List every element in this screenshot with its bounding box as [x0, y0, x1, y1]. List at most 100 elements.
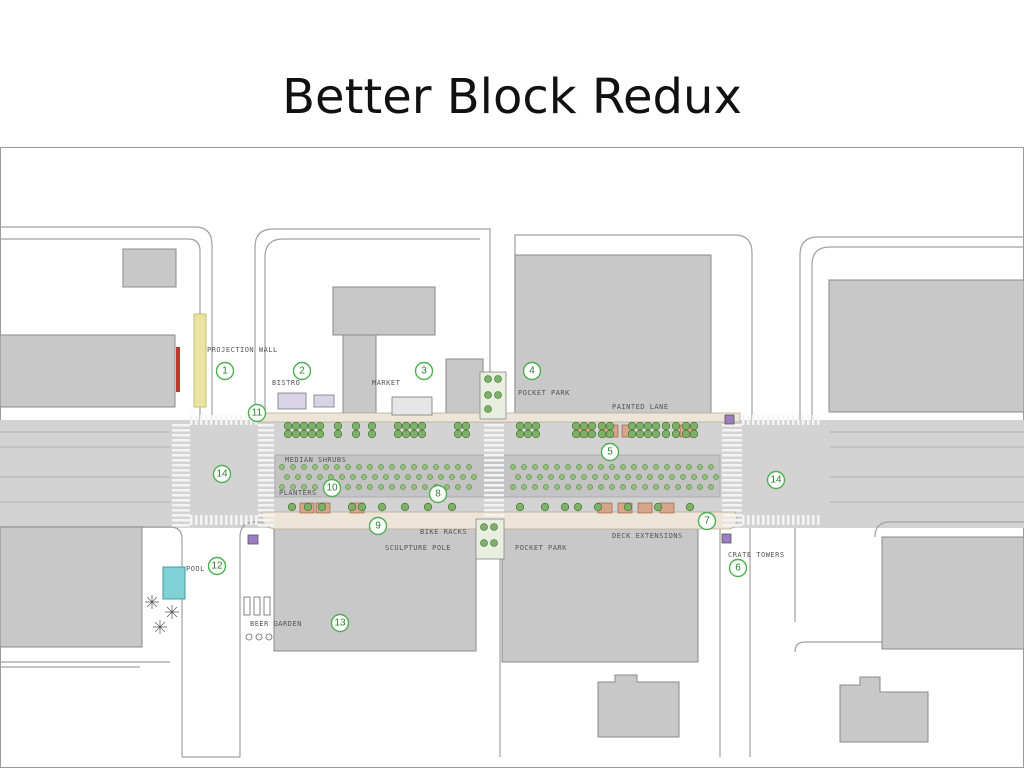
trees	[283, 375, 699, 547]
marker-label: 3	[421, 366, 427, 377]
shrub	[433, 464, 439, 470]
shrub	[537, 474, 543, 480]
shrub	[295, 474, 301, 480]
annotation-projection-wall: PROJECTION WALL	[207, 346, 278, 354]
shrub	[290, 464, 296, 470]
street-plan-diagram: PROJECTION WALL BISTRO MARKET POCKET PAR…	[0, 147, 1024, 768]
crosswalk-stripe	[258, 474, 274, 477]
shrub	[713, 474, 719, 480]
crosswalk-stripe	[762, 415, 765, 425]
shrub	[680, 474, 686, 480]
shrub	[394, 474, 400, 480]
crosswalk-stripe	[722, 464, 742, 467]
crosswalk-stripe	[484, 464, 504, 467]
parklet	[659, 502, 675, 514]
tree	[367, 429, 377, 439]
marker-label: 4	[529, 366, 535, 377]
tree	[417, 429, 427, 439]
building-se-block	[501, 524, 699, 663]
shrub	[378, 464, 384, 470]
crosswalk-stripe	[722, 514, 742, 517]
umbrella	[145, 595, 159, 609]
shrub	[361, 474, 367, 480]
shrub	[548, 474, 554, 480]
marker-11: 11	[247, 403, 267, 423]
tree	[400, 502, 410, 512]
crosswalk-stripe	[258, 459, 274, 462]
crosswalk-stripe	[484, 449, 504, 452]
shrub	[636, 474, 642, 480]
crosswalk-stripe	[802, 415, 805, 425]
shrub	[554, 484, 560, 490]
shrub	[383, 474, 389, 480]
road-lines	[0, 431, 1024, 503]
shrub	[466, 484, 472, 490]
crosswalk-stripe	[742, 415, 745, 425]
marker-4: 4	[522, 361, 542, 381]
shrub	[625, 474, 631, 480]
crosswalks	[172, 415, 820, 527]
shrub	[345, 464, 351, 470]
crosswalk-stripe	[205, 415, 208, 425]
shrub	[592, 474, 598, 480]
shrub	[521, 484, 527, 490]
marker-13: 13	[330, 613, 350, 633]
building-n-small	[445, 358, 484, 417]
crosswalk-stripe	[787, 515, 790, 525]
marker-9: 9	[368, 516, 388, 536]
shrub	[466, 464, 472, 470]
crosswalk-stripe	[258, 514, 274, 517]
annotation-planters: PLANTERS	[279, 489, 317, 497]
crosswalk-stripe	[172, 479, 190, 482]
market-stalls	[277, 392, 433, 416]
tree	[351, 429, 361, 439]
crosswalk-stripe	[722, 459, 742, 462]
marker-label: 2	[299, 366, 305, 377]
shrub	[658, 474, 664, 480]
shrub	[422, 484, 428, 490]
tree	[540, 502, 550, 512]
crosswalk-stripe	[797, 415, 800, 425]
crosswalk-stripe	[722, 519, 742, 522]
crosswalk-stripe	[484, 474, 504, 477]
annotation-crate-towers: CRATE TOWERS	[728, 551, 785, 559]
crosswalk-stripe	[722, 484, 742, 487]
crosswalk-stripe	[722, 449, 742, 452]
shrub	[702, 474, 708, 480]
tree	[409, 421, 419, 431]
shrub	[389, 464, 395, 470]
crosswalk-stripe	[258, 519, 274, 522]
crosswalk-stripe	[240, 515, 243, 525]
tree	[417, 421, 427, 431]
tree	[291, 429, 301, 439]
annotation-beer-garden: BEER GARDEN	[250, 620, 302, 628]
crosswalk-stripe	[172, 464, 190, 467]
crosswalk-stripe	[484, 504, 504, 507]
shrub	[697, 484, 703, 490]
crosswalk-stripe	[722, 524, 742, 527]
shrub	[675, 484, 681, 490]
shrub	[301, 464, 307, 470]
umbrella	[153, 620, 167, 634]
tree	[651, 429, 661, 439]
tree	[490, 539, 498, 547]
crosswalk-stripe	[782, 515, 785, 525]
crosswalk-stripe	[240, 415, 243, 425]
tree	[579, 429, 589, 439]
crosswalk-stripe	[172, 474, 190, 477]
crosswalk-stripe	[258, 524, 274, 527]
tree	[515, 502, 525, 512]
building-n-center-top	[332, 286, 436, 336]
shrub	[334, 464, 340, 470]
building-far-se	[881, 536, 1024, 650]
shrub	[449, 474, 455, 480]
tree	[299, 429, 309, 439]
crosswalk-stripe	[230, 415, 233, 425]
crosswalk-stripe	[215, 515, 218, 525]
crosswalk-stripe	[172, 519, 190, 522]
tree	[480, 523, 488, 531]
building-sw	[0, 526, 143, 648]
umbrella	[165, 605, 179, 619]
shrub	[620, 484, 626, 490]
crosswalk-stripe	[200, 415, 203, 425]
